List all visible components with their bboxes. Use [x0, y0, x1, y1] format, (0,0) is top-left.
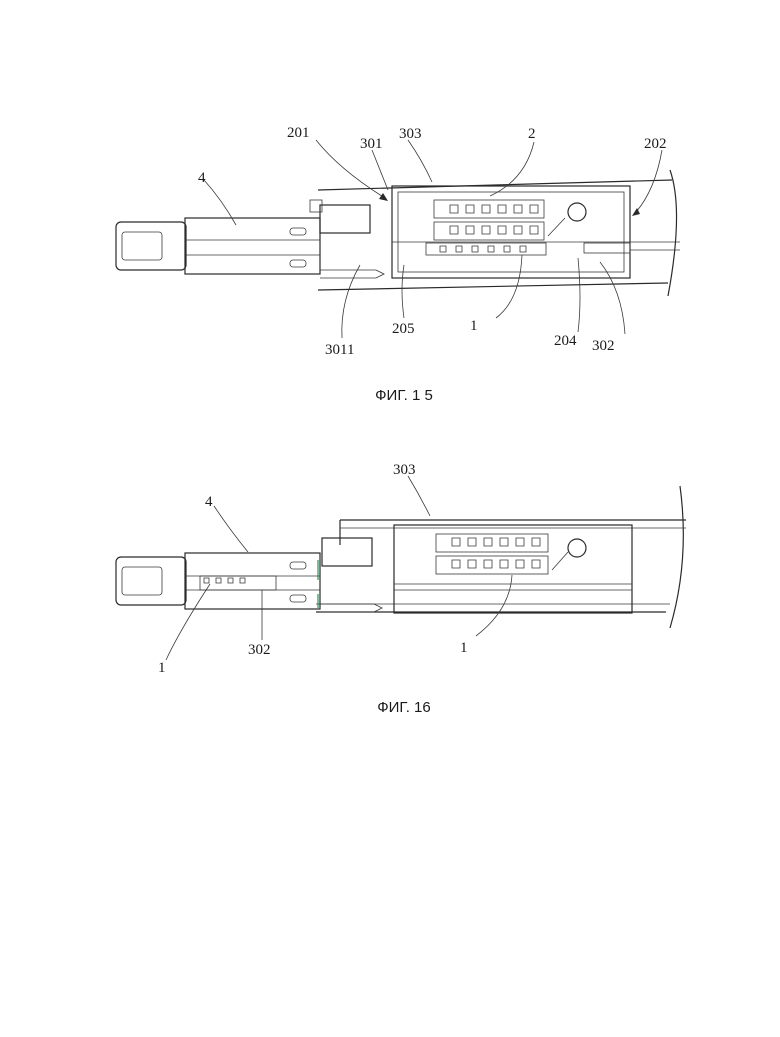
fig16-labels: 303 4 1 302 1 [158, 462, 468, 676]
label-1: 1 [158, 660, 166, 676]
fig16-ball [568, 539, 586, 557]
fig15-drawing [116, 170, 680, 296]
fig15-labels: 201 301 303 2 202 4 3011 205 1 204 302 [198, 125, 667, 358]
label-1: 1 [460, 640, 468, 656]
label-303: 303 [399, 126, 422, 142]
fig15-ball [568, 203, 586, 221]
label-4: 4 [198, 170, 206, 186]
label-301: 301 [360, 136, 383, 152]
label-303: 303 [393, 462, 416, 478]
label-1: 1 [470, 318, 478, 334]
figure-15: 201 301 303 2 202 4 3011 205 1 204 302 Ф… [116, 125, 680, 404]
label-202: 202 [644, 136, 667, 152]
label-2: 2 [528, 126, 536, 142]
label-302: 302 [592, 338, 615, 354]
label-201: 201 [287, 125, 310, 141]
figure-16: 303 4 1 302 1 ФИГ. 16 [116, 462, 686, 716]
figure-15-caption: ФИГ. 1 5 [375, 387, 433, 404]
label-205: 205 [392, 321, 415, 337]
fig15-rack [426, 200, 565, 255]
figure-16-caption: ФИГ. 16 [377, 699, 431, 716]
label-4: 4 [205, 494, 213, 510]
fig16-drawing [116, 486, 686, 628]
fig15-leaders [204, 140, 662, 338]
label-204: 204 [554, 333, 577, 349]
label-3011: 3011 [325, 342, 354, 358]
label-302: 302 [248, 642, 271, 658]
fig16-rack [436, 534, 568, 574]
